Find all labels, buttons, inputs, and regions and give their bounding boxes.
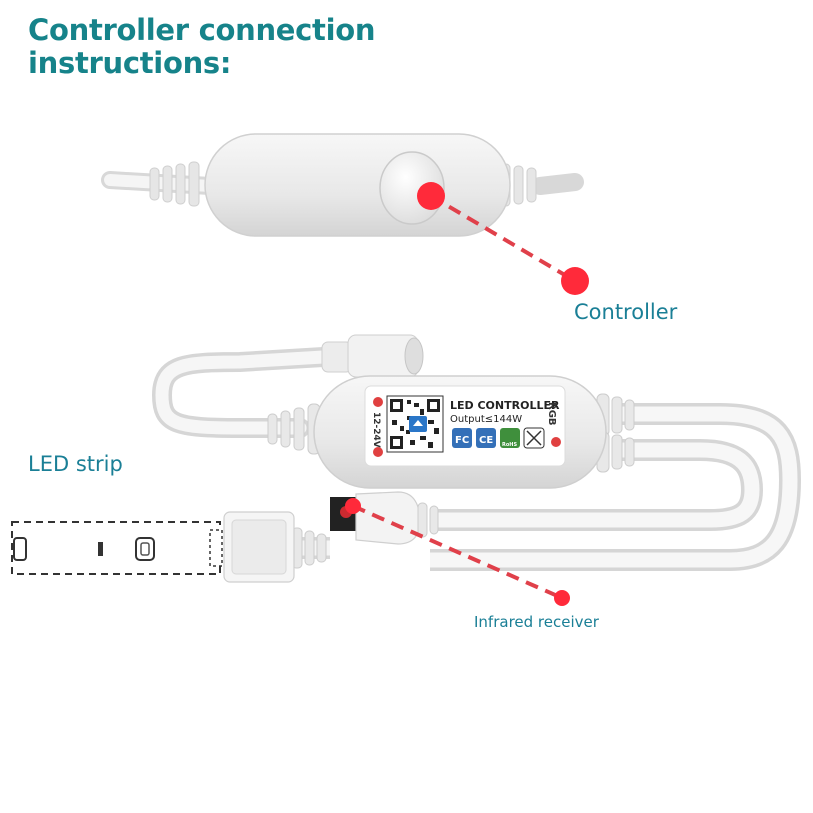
label-controller: Controller (574, 300, 678, 324)
cert-rohs: RoHS (502, 442, 517, 448)
cert-ce: CE (479, 435, 493, 446)
device-name: LED CONTROLLER (450, 399, 560, 412)
cert-fc: FC (455, 435, 469, 446)
label-infrared-receiver: Infrared receiver (474, 613, 599, 631)
qr-code-icon (386, 395, 444, 453)
device-output: Output≤144W (450, 414, 522, 425)
label-led-strip: LED strip (28, 452, 123, 476)
device-channels: RGB (546, 402, 557, 426)
rgb-connector (223, 511, 330, 583)
title-line-2: instructions: (28, 46, 232, 80)
ir-pointer-end (554, 590, 570, 606)
infrared-receiver (330, 491, 570, 606)
controller-pointer-start (417, 182, 445, 210)
dc-power-jack (321, 334, 424, 378)
led-strip (11, 521, 223, 575)
button-controller (101, 133, 589, 295)
certification-icons: FC CE RoHS (452, 427, 545, 449)
ir-pointer-start (345, 498, 361, 514)
controller-pointer-end (561, 267, 589, 295)
device-voltage: 12-24V (371, 412, 381, 448)
page-title: Controller connection instructions: (28, 13, 376, 80)
title-line-1: Controller connection (28, 13, 376, 47)
led-controller-assembly: 12-24V (151, 334, 802, 571)
